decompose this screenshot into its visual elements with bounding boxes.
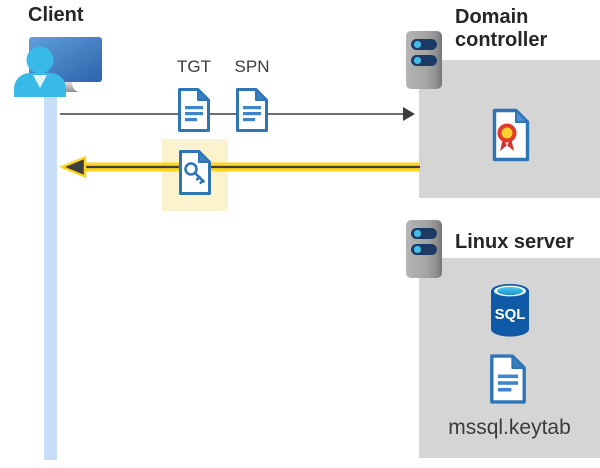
key-icon	[184, 162, 205, 185]
sql-badge-text: SQL	[495, 306, 526, 323]
spn-document-icon	[236, 88, 268, 132]
certificate-seal-icon	[497, 123, 517, 143]
certificate-ribbon-icon	[507, 138, 514, 151]
request-arrow-icon	[60, 107, 415, 121]
keytab-document-icon	[490, 354, 526, 404]
domain-controller-label: Domain controller	[455, 6, 548, 51]
person-head-icon	[26, 46, 54, 74]
person-collar-icon	[33, 75, 47, 88]
linux-server-icon	[406, 220, 442, 278]
certificate-icon	[492, 108, 530, 162]
domain-controller-server-icon	[406, 31, 442, 89]
tgt-document-icon	[178, 88, 210, 132]
response-arrow-icon	[58, 155, 420, 179]
linux-server-label: Linux server	[455, 231, 574, 253]
sql-database-icon: SQL	[491, 284, 529, 337]
client-label: Client	[28, 4, 84, 26]
certificate-ribbon-icon	[500, 138, 507, 151]
client-workstation-icon	[14, 37, 102, 97]
key-document-icon	[179, 150, 211, 195]
keytab-filename-label: mssql.keytab	[448, 416, 571, 439]
tgt-label: TGT	[177, 57, 211, 76]
client-lifeline	[44, 94, 57, 460]
spn-label: SPN	[234, 57, 270, 76]
